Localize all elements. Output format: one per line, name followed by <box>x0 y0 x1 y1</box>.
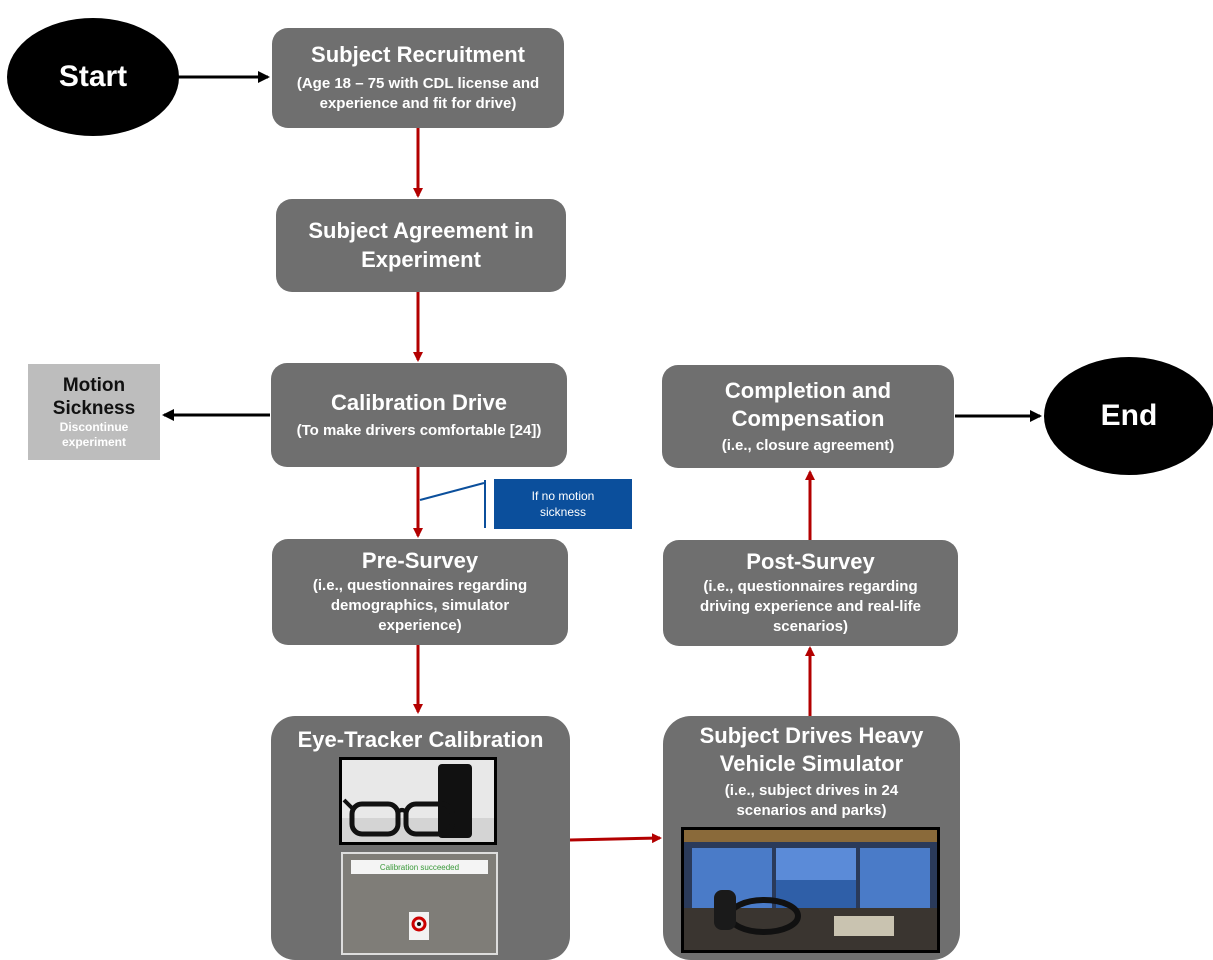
eye-tracker-title: Eye-Tracker Calibration <box>297 727 544 752</box>
start-node: Start <box>7 18 179 136</box>
post-survey-subtitle: (i.e., questionnaires regarding driving … <box>700 577 921 636</box>
post-survey-title: Post-Survey <box>746 549 875 575</box>
completion-subtitle: (i.e., closure agreement) <box>721 436 895 454</box>
condition-note-text: If no motion sickness <box>531 488 595 519</box>
drives-title: Subject Drives Heavy Vehicle Simulator <box>699 723 924 776</box>
completion-title: Completion and Compensation <box>724 377 892 432</box>
condition-bracket-line <box>419 482 485 501</box>
pre-survey-subtitle: (i.e., questionnaires regarding demograp… <box>312 576 528 635</box>
condition-note: If no motion sickness <box>494 479 632 529</box>
arrow-eyetracker-to-drives <box>569 833 662 844</box>
drives-subtitle: (i.e., subject drives in 24 scenarios an… <box>724 782 899 820</box>
agreement-box: Subject Agreement in Experiment <box>276 199 566 292</box>
motion-sickness-box: Motion Sickness Discontinue experiment <box>28 364 160 460</box>
glasses-photo <box>339 757 497 845</box>
calibration-caption: Calibration succeeded <box>351 860 488 874</box>
calibration-target-icon <box>409 912 429 940</box>
calibration-drive-subtitle: (To make drivers comfortable [24]) <box>296 422 542 440</box>
pre-survey-box: Pre-Survey (i.e., questionnaires regardi… <box>272 539 568 645</box>
post-survey-box: Post-Survey (i.e., questionnaires regard… <box>663 540 958 646</box>
recruitment-subtitle: (Age 18 – 75 with CDL license and experi… <box>296 75 540 113</box>
calibration-screen-photo: Calibration succeeded <box>341 852 498 955</box>
calibration-drive-title: Calibration Drive <box>330 389 508 415</box>
pre-survey-title: Pre-Survey <box>361 548 479 574</box>
end-label: End <box>1100 399 1158 432</box>
completion-box: Completion and Compensation (i.e., closu… <box>662 365 954 468</box>
motion-sickness-subtitle: Discontinue experiment <box>59 420 129 449</box>
recruitment-box: Subject Recruitment (Age 18 – 75 with CD… <box>272 28 564 128</box>
glasses-illustration <box>342 760 494 842</box>
simulator-photo <box>681 827 940 953</box>
end-node: End <box>1044 357 1213 475</box>
agreement-title: Subject Agreement in Experiment <box>308 217 534 272</box>
start-label: Start <box>58 60 128 93</box>
simulator-illustration <box>684 830 937 950</box>
calibration-drive-box: Calibration Drive (To make drivers comfo… <box>271 363 567 467</box>
recruitment-title: Subject Recruitment <box>311 42 525 68</box>
motion-sickness-title: Motion Sickness <box>52 374 136 419</box>
